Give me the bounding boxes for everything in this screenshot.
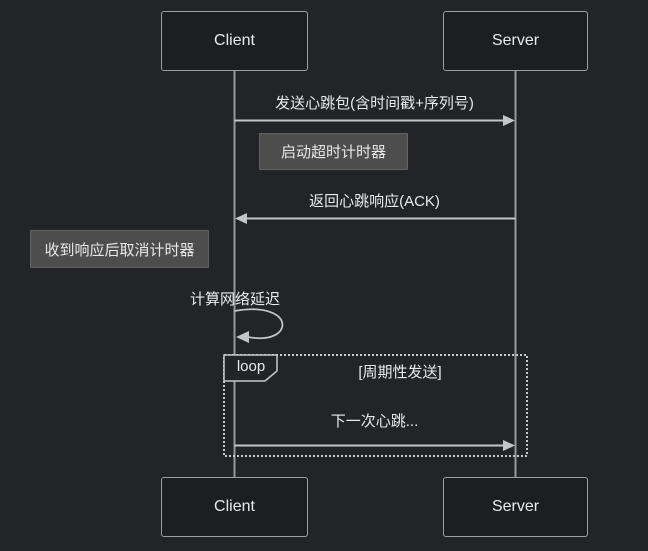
loop-frame	[223, 354, 528, 457]
note-cancel-timer-label: 收到响应后取消计时器	[44, 241, 195, 259]
actor-client-top-label: Client	[214, 32, 255, 49]
actor-server-top-label: Server	[491, 32, 540, 49]
note-start-timer: 启动超时计时器	[259, 133, 408, 170]
message-2-label: 返回心跳响应(ACK)	[309, 193, 440, 210]
self-loop-curve	[234, 308, 284, 340]
actor-client-bottom-label: Client	[214, 498, 255, 515]
actor-server-bottom-label: Server	[491, 498, 540, 515]
self-loop-arrowhead	[236, 331, 249, 343]
note-cancel-timer: 收到响应后取消计时器	[30, 230, 209, 268]
actor-client-bottom: Client	[161, 477, 308, 537]
actor-client-top: Client	[161, 11, 308, 71]
message-3-label: 下一次心跳...	[330, 413, 419, 430]
loop-label-shape	[223, 354, 278, 382]
message-1-arrowhead	[503, 115, 515, 126]
message-1-label: 发送心跳包(含时间戳+序列号)	[275, 95, 474, 112]
note-start-timer-label: 启动超时计时器	[280, 144, 386, 161]
message-2-arrowhead	[235, 213, 247, 224]
self-message-label: 计算网络延迟	[189, 291, 280, 308]
loop-keyword-label: loop	[236, 358, 266, 375]
actor-server-bottom: Server	[443, 477, 588, 537]
loop-condition-label: [周期性发送]	[358, 364, 442, 381]
actor-server-top: Server	[443, 11, 588, 71]
message-3-arrowhead	[503, 440, 515, 451]
